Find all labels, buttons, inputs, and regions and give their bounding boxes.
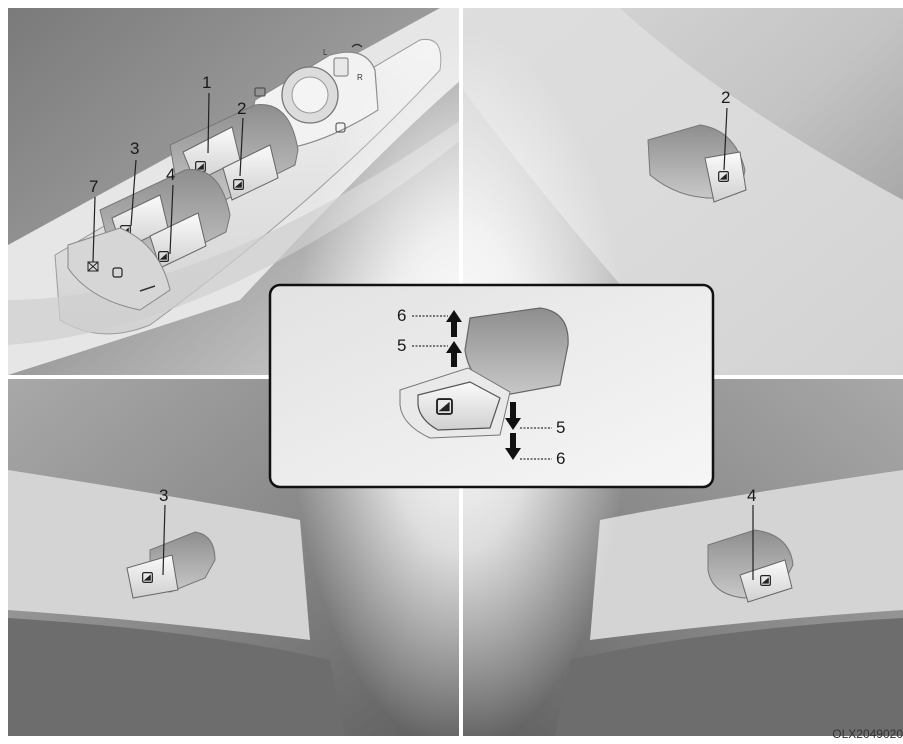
callout-5-down: 5	[556, 419, 565, 436]
mirror-left-icon: L	[323, 48, 328, 57]
mirror-select-switch[interactable]	[334, 58, 348, 76]
callout-2: 2	[237, 100, 246, 117]
callout-7: 7	[89, 178, 98, 195]
callout-3: 3	[130, 140, 139, 157]
mirror-adjust-center	[292, 77, 328, 113]
callout-6-up: 6	[397, 307, 406, 324]
mirror-right-icon: R	[357, 73, 363, 82]
callout-1: 1	[202, 74, 211, 91]
callout-3-rear: 3	[159, 487, 168, 504]
callout-4-rear: 4	[747, 487, 756, 504]
callout-5-up: 5	[397, 337, 406, 354]
figure-code: OLX2049020	[832, 727, 903, 741]
callout-4: 4	[166, 166, 175, 183]
callout-6-down: 6	[556, 450, 565, 467]
callout-2-passenger: 2	[721, 89, 730, 106]
